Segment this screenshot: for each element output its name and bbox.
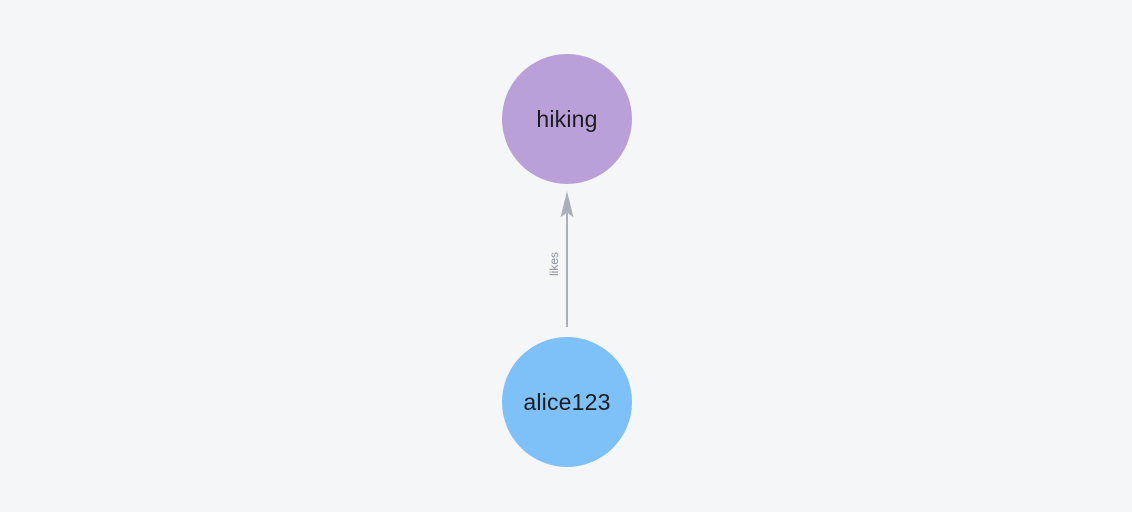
- edge-arrow[interactable]: [560, 191, 574, 327]
- edge-arrowhead-icon: [560, 191, 574, 218]
- node-alice123-label: alice123: [523, 388, 611, 415]
- node-hiking[interactable]: hiking: [502, 54, 632, 184]
- node-alice123[interactable]: alice123: [502, 337, 632, 467]
- node-hiking-label: hiking: [536, 105, 598, 132]
- edge-label-likes: likes: [547, 251, 561, 277]
